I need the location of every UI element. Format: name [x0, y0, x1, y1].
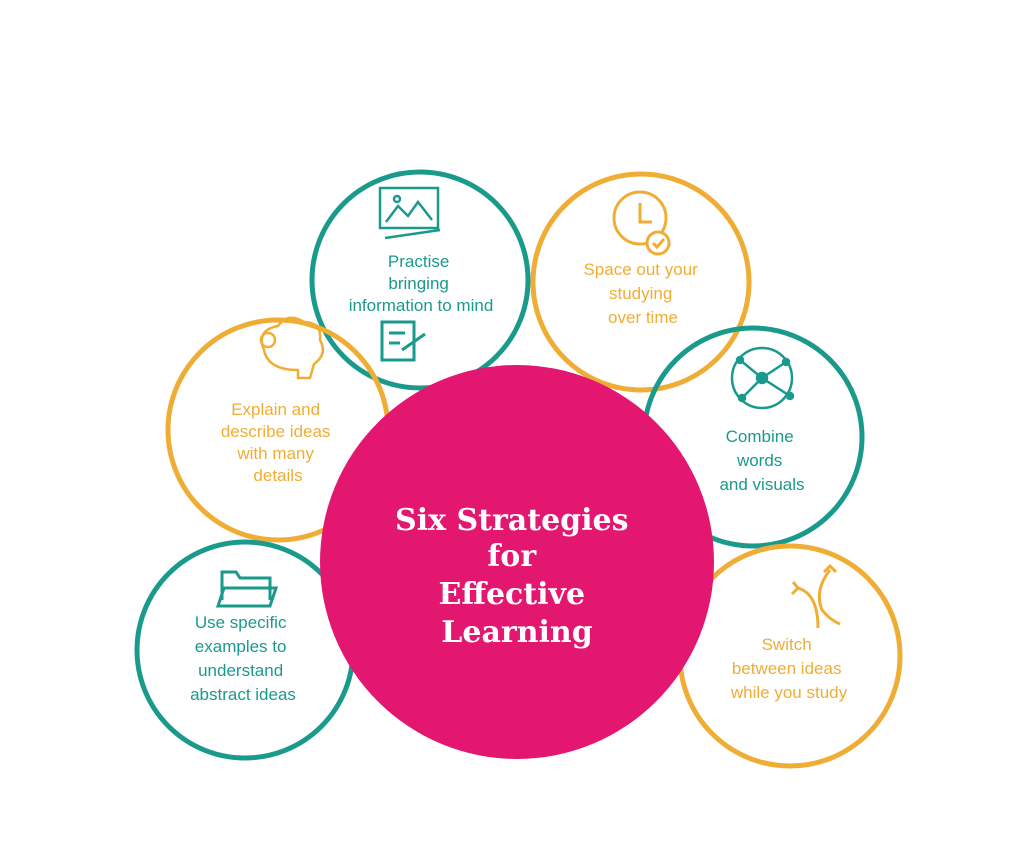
- label-practise: Practise bringing information to mind: [349, 252, 494, 315]
- circle-practise: [309, 169, 531, 391]
- center-circle: [320, 365, 714, 759]
- network-icon: [730, 346, 795, 410]
- folder-icon: [215, 570, 279, 608]
- label-space: Space out your studying over time: [583, 260, 702, 327]
- notes-pencil-icon: [380, 320, 426, 362]
- brain-gears-icon: [259, 316, 325, 380]
- center-title: Six Strategies for Effective Learning: [395, 503, 639, 650]
- drawing-board-icon: [378, 186, 441, 240]
- clock-check-icon: [612, 190, 671, 256]
- switch-arrows-icon: [790, 563, 841, 629]
- label-switch: Switch between ideas while you study: [730, 635, 848, 702]
- label-explain: Explain and describe ideas with many det…: [221, 400, 335, 485]
- label-examples: Use specific examples to understand abst…: [190, 613, 296, 704]
- circle-space: [530, 171, 752, 393]
- label-combine: Combine words and visuals: [719, 427, 804, 494]
